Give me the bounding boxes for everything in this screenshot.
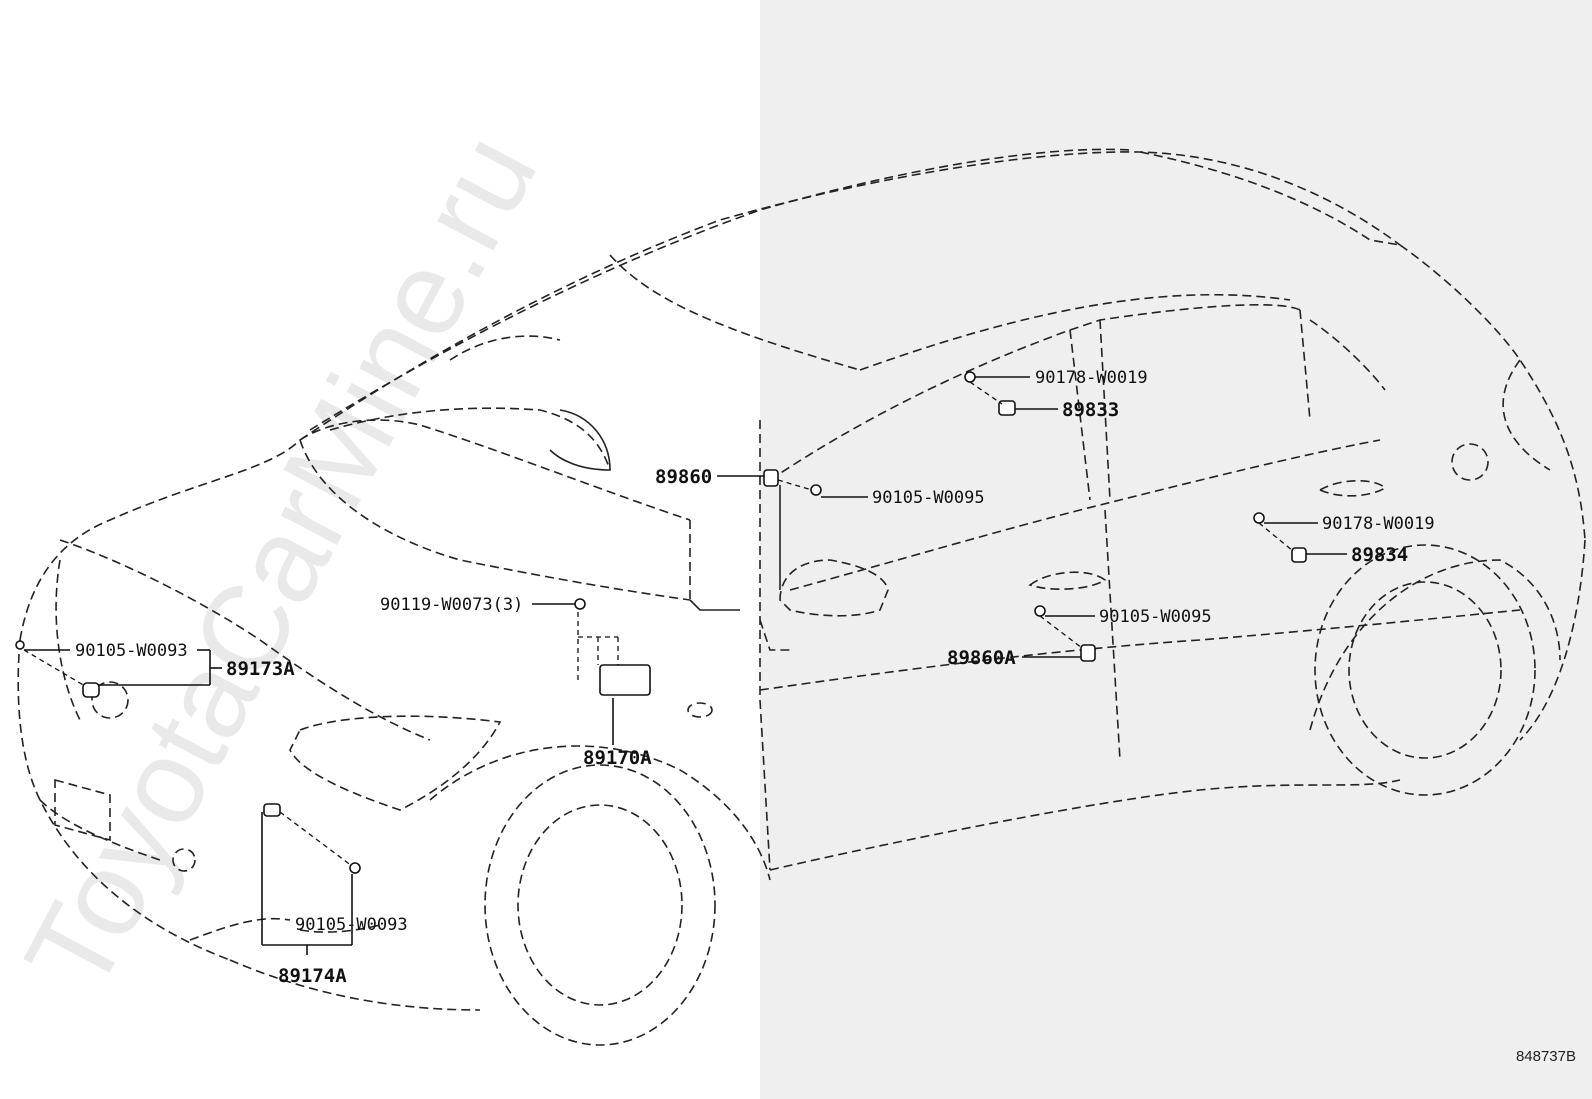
label-bolt-90105-w0095-lower[interactable]: 90105-W0095 — [1099, 607, 1212, 627]
parts — [15, 371, 1307, 874]
label-sensor-89174a[interactable]: 89174A — [278, 965, 347, 987]
diagram-id: 848737B — [1515, 1048, 1576, 1065]
label-bolt-90105-w0093-lower[interactable]: 90105-W0093 — [295, 915, 408, 935]
sensor-89173a-shape — [82, 682, 100, 698]
sensor-89833-shape — [998, 400, 1016, 416]
sensor-89860-shape — [763, 469, 779, 487]
label-sensor-89173a[interactable]: 89173A — [226, 658, 295, 680]
label-bolt-90105-w0093-front[interactable]: 90105-W0093 — [75, 641, 188, 661]
label-sensor-89860[interactable]: 89860 — [655, 466, 712, 488]
label-bolt-90178-w0019-rear[interactable]: 90178-W0019 — [1322, 514, 1435, 534]
bolt-90105-w0095-upper-shape — [810, 484, 822, 496]
bolt-90178-rear-shape — [1253, 512, 1265, 524]
label-module-89170a[interactable]: 89170A — [583, 747, 652, 769]
bolt-90178-upper-shape — [964, 371, 976, 383]
leader-lines — [23, 376, 1347, 955]
bolt-90105-w0093-lower-shape — [349, 862, 361, 874]
bolt-90105-w0095-lower-shape — [1034, 605, 1046, 617]
label-bolt-90105-w0095-upper[interactable]: 90105-W0095 — [872, 488, 985, 508]
sensor-89860a-shape — [1080, 644, 1096, 662]
bolt-90105-w0093-front-shape — [15, 640, 25, 650]
part-labels: 90178-W0019 89833 89860 90105-W0095 9017… — [75, 368, 1435, 987]
sensor-89834-shape — [1291, 547, 1307, 563]
label-sensor-89834[interactable]: 89834 — [1351, 544, 1408, 566]
label-sensor-89833[interactable]: 89833 — [1062, 399, 1119, 421]
module-89170a-shape — [599, 664, 651, 696]
label-sensor-89860a[interactable]: 89860A — [947, 647, 1016, 669]
bolt-90119-shape — [574, 598, 586, 610]
interior-lines — [549, 409, 781, 611]
watermark: ToyotaCarMine.ru — [0, 113, 563, 1012]
car-body-outline — [17, 148, 1586, 1046]
label-bolt-90178-w0019-upper[interactable]: 90178-W0019 — [1035, 368, 1148, 388]
label-bolt-90119-w0073[interactable]: 90119-W0073(3) — [380, 595, 523, 615]
sensor-89174a-shape — [263, 803, 281, 817]
